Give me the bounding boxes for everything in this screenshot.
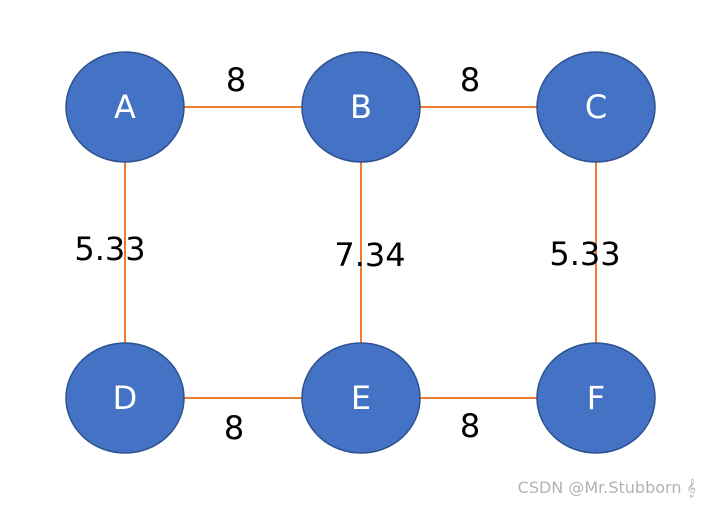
node-ellipse-e	[301, 342, 421, 454]
node-a: A	[65, 51, 185, 163]
node-c: C	[536, 51, 656, 163]
edge-weight-a-b: 8	[226, 61, 246, 99]
node-ellipse-a	[65, 51, 185, 163]
node-ellipse-d	[65, 342, 185, 454]
node-label-c: C	[585, 88, 607, 126]
node-label-a: A	[114, 88, 136, 126]
edge-weight-d-e: 8	[224, 409, 244, 447]
edge-weight-c-f: 5.33	[549, 235, 620, 273]
edge-weight-a-d: 5.33	[74, 230, 145, 268]
node-label-e: E	[351, 379, 371, 417]
node-f: F	[536, 342, 656, 454]
node-label-b: B	[350, 88, 372, 126]
node-ellipse-b	[301, 51, 421, 163]
node-b: B	[301, 51, 421, 163]
node-ellipse-f	[536, 342, 656, 454]
node-e: E	[301, 342, 421, 454]
edge-weight-b-c: 8	[460, 61, 480, 99]
nodes-layer: A B C D E F	[65, 51, 656, 454]
node-d: D	[65, 342, 185, 454]
node-ellipse-c	[536, 51, 656, 163]
edge-weight-e-f: 8	[460, 407, 480, 445]
node-label-f: F	[587, 379, 605, 417]
edge-weight-b-e: 7.34	[334, 236, 405, 274]
edge-weights-layer: 8 8 5.33 7.34 5.33 8 8	[74, 61, 620, 447]
watermark: CSDN @Mr.Stubborn 𝄞	[517, 478, 696, 497]
node-label-d: D	[113, 379, 138, 417]
